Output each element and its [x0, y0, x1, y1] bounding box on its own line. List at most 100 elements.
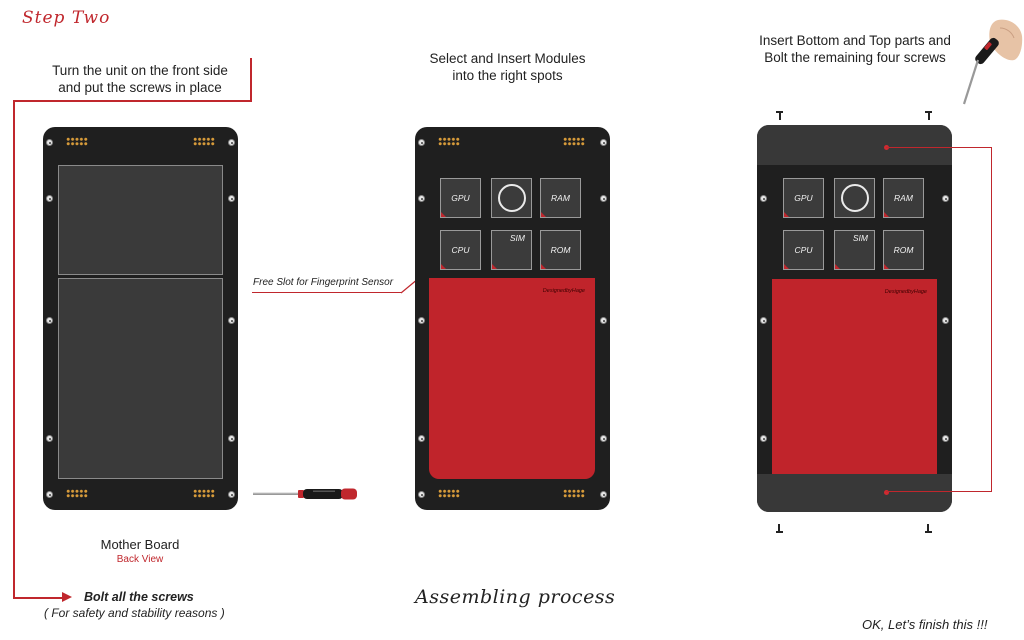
board-panel-top: [58, 165, 223, 275]
connector-line: [250, 58, 252, 101]
safety-reason-label: ( For safety and stability reasons ): [44, 606, 225, 620]
connector-pins: [193, 489, 215, 498]
connector-line: [13, 597, 63, 599]
connector-line: [886, 147, 992, 149]
insert-parts-line1: Insert Bottom and Top parts and: [759, 33, 951, 48]
board-panel-bottom: [58, 278, 223, 479]
rom-module-label: ROM: [550, 245, 571, 255]
insert-parts-caption: Insert Bottom and Top parts and Bolt the…: [745, 32, 965, 66]
screw-icon: [600, 139, 607, 146]
screw-icon: [418, 139, 425, 146]
screw-icon: [942, 435, 949, 442]
cpu-module[interactable]: CPU: [783, 230, 824, 270]
sim-module-label: SIM: [852, 233, 868, 243]
screw-icon: [228, 491, 235, 498]
step-title: Step Two: [22, 8, 111, 28]
connector-pins: [563, 137, 585, 146]
screw-icon: [942, 317, 949, 324]
sim-module-label: SIM: [509, 233, 525, 243]
connector-pins: [438, 137, 460, 146]
screw-icon: [418, 491, 425, 498]
connector-pins: [193, 137, 215, 146]
connector-pins: [438, 489, 460, 498]
cpu-module-label: CPU: [794, 245, 813, 255]
screw-icon: [418, 317, 425, 324]
connector-pins: [563, 489, 585, 498]
screw-icon: [760, 195, 767, 202]
rom-module[interactable]: ROM: [540, 230, 581, 270]
screw-icon: [418, 435, 425, 442]
insert-parts-line2: Bolt the remaining four screws: [764, 50, 946, 65]
bottom-part: [757, 474, 952, 512]
fingerprint-sensor-slot[interactable]: [491, 178, 532, 218]
bolt-icon: [925, 111, 932, 121]
select-modules-line1: Select and Insert Modules: [429, 51, 586, 66]
screw-icon: [228, 435, 235, 442]
bolt-icon: [925, 523, 932, 533]
select-modules-caption: Select and Insert Modules into the right…: [405, 50, 610, 84]
connector-line: [991, 147, 993, 492]
pad-signature: DesignedbyHage: [542, 288, 585, 294]
ram-module[interactable]: RAM: [540, 178, 581, 218]
ram-module-label: RAM: [894, 193, 913, 203]
connector-line: [886, 491, 992, 493]
hand-screwdriver-icon: [962, 19, 1023, 105]
fingerprint-sensor-slot[interactable]: [834, 178, 875, 218]
back-view-label: Back View: [116, 554, 164, 565]
select-modules-line2: into the right spots: [452, 68, 563, 83]
sim-module[interactable]: SIM: [834, 230, 875, 270]
gpu-module-label: GPU: [451, 193, 470, 203]
screw-icon: [600, 195, 607, 202]
sim-module[interactable]: SIM: [491, 230, 532, 270]
gpu-module[interactable]: GPU: [440, 178, 481, 218]
gpu-module[interactable]: GPU: [783, 178, 824, 218]
turn-unit-line1: Turn the unit on the front side: [52, 63, 228, 78]
turn-unit-caption: Turn the unit on the front side and put …: [40, 62, 240, 96]
arrow-right-icon: [62, 592, 72, 602]
top-part: [757, 125, 952, 165]
screw-icon: [418, 195, 425, 202]
bolt-icon: [776, 111, 783, 121]
screw-icon: [228, 317, 235, 324]
bolt-screws-label: Bolt all the screws: [84, 590, 194, 604]
screwdriver-icon: [253, 488, 357, 500]
ram-module-label: RAM: [551, 193, 570, 203]
cpu-module-label: CPU: [451, 245, 470, 255]
screw-icon: [942, 195, 949, 202]
screw-icon: [600, 435, 607, 442]
screw-icon: [46, 317, 53, 324]
assembling-process-title: Assembling process: [415, 586, 616, 608]
cpu-module[interactable]: CPU: [440, 230, 481, 270]
screw-icon: [228, 195, 235, 202]
screw-icon: [228, 139, 235, 146]
rom-module-label: ROM: [893, 245, 914, 255]
finish-label: OK, Let’s finish this !!!: [862, 617, 988, 632]
screw-icon: [46, 491, 53, 498]
board-with-modules: GPU RAM CPU SIM ROM DesignedbyHage: [415, 127, 610, 510]
screw-icon: [46, 435, 53, 442]
motherboard-label: Mother Board: [100, 537, 180, 552]
fingerprint-sensor-icon: [497, 184, 526, 212]
gpu-module-label: GPU: [794, 193, 813, 203]
motherboard-back: [43, 127, 238, 510]
screw-icon: [600, 491, 607, 498]
battery-pad: DesignedbyHage: [429, 278, 595, 479]
battery-pad: DesignedbyHage: [772, 279, 937, 474]
pad-signature: DesignedbyHage: [884, 289, 927, 295]
rom-module[interactable]: ROM: [883, 230, 924, 270]
bolt-icon: [776, 523, 783, 533]
screw-icon: [760, 435, 767, 442]
ram-module[interactable]: RAM: [883, 178, 924, 218]
fingerprint-sensor-icon: [840, 184, 869, 212]
turn-unit-line2: and put the screws in place: [58, 80, 222, 95]
screw-icon: [760, 317, 767, 324]
fingerprint-slot-label: Free Slot for Fingerprint Sensor: [253, 277, 394, 288]
connector-line: [13, 100, 15, 598]
screw-icon: [600, 317, 607, 324]
callout-line: [252, 292, 402, 294]
connector-pins: [66, 137, 88, 146]
connector-line: [13, 100, 252, 102]
screw-icon: [46, 139, 53, 146]
connector-pins: [66, 489, 88, 498]
screw-icon: [46, 195, 53, 202]
